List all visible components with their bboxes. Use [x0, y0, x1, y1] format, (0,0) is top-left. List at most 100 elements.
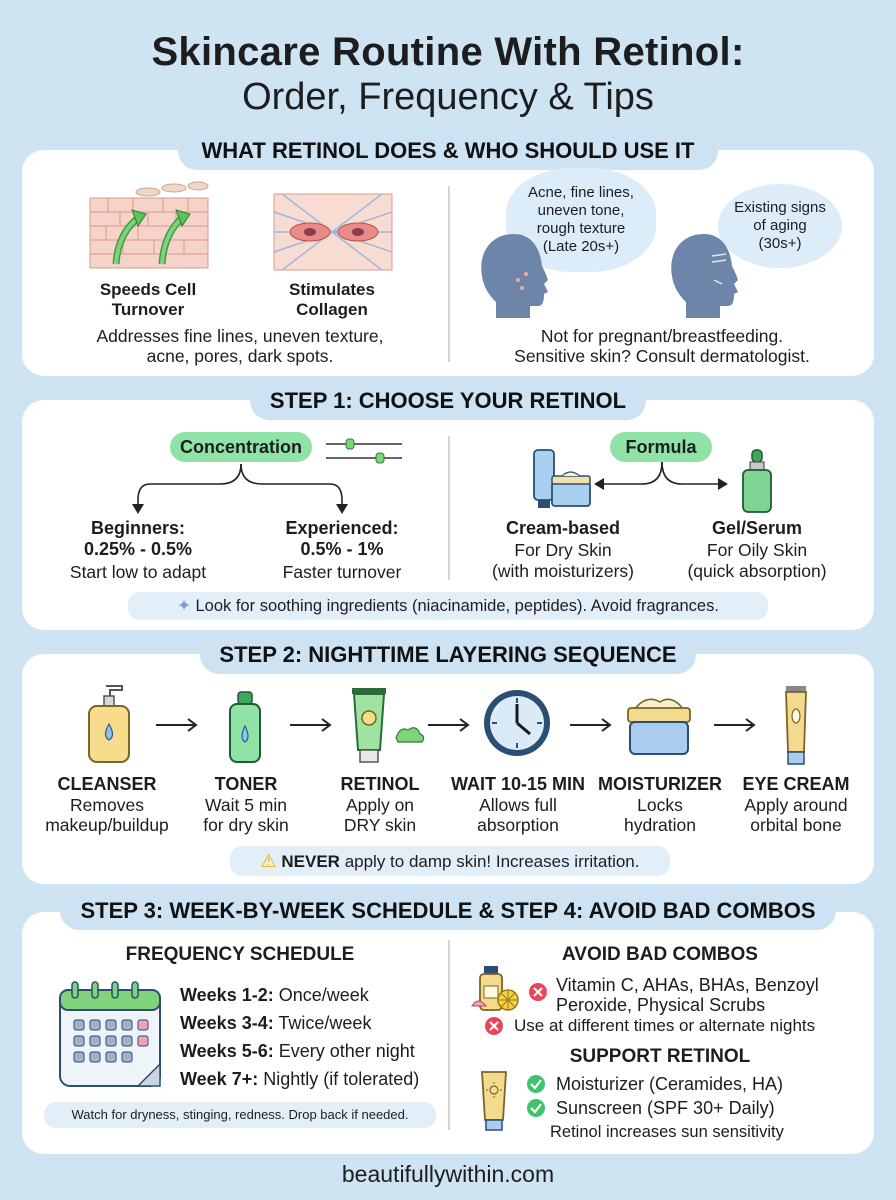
speech-bubble-30s: Existing signs of aging (30s+) [718, 184, 842, 268]
benefit2-line1: Stimulates [289, 280, 375, 299]
avoid-timing: Use at different times or alternate nigh… [514, 1016, 816, 1035]
support-sunscreen: Sunscreen (SPF 30+ Daily) [556, 1098, 775, 1118]
section2-heading: STEP 1: CHOOSE YOUR RETINOL [250, 382, 646, 420]
sunscreen-tube-icon [481, 1071, 507, 1131]
who-should-not-use: Not for pregnant/breastfeeding. Sensitiv… [462, 326, 862, 366]
soothing-ingredients-tip: ✦ Look for soothing ingredients (niacina… [128, 592, 768, 620]
beginners-title: Beginners: [90, 518, 186, 538]
cream-title: Cream-based [505, 518, 621, 538]
concentration-label: Concentration [170, 432, 312, 462]
step-retinol: RETINOL Apply on DRY skin [310, 774, 450, 835]
step-line2: makeup/buildup [45, 815, 169, 835]
arrow-icon [290, 718, 332, 732]
avoid-ingredients: Vitamin C, AHAs, BHAs, Benzoyl Peroxide,… [556, 974, 856, 1016]
formula-label: Formula [610, 432, 712, 462]
section1-divider [448, 186, 450, 362]
benefit2-line2: Collagen [296, 300, 368, 319]
step-line2: absorption [477, 815, 559, 835]
bubble1-line1: Acne, fine lines, [528, 184, 634, 201]
serum-dropper-bottle-icon [742, 449, 772, 513]
warning-triangle-icon: ⚠ [260, 851, 277, 871]
x-circle-icon [529, 983, 547, 1001]
bubble1-line4: (Late 20s+) [542, 238, 620, 255]
bubble1-line2: uneven tone, [537, 202, 625, 219]
beginners-range: 0.25% - 0.5% [83, 539, 193, 559]
cream-tube-jar-icon [533, 449, 591, 508]
section-nighttime-layering [22, 654, 874, 884]
section2-divider [448, 436, 450, 580]
step-title: RETINOL [340, 774, 420, 794]
arrow-icon [156, 718, 198, 732]
mature-face-profile-icon [671, 234, 738, 318]
schedule-weeks: Weeks 3-4: [180, 1013, 274, 1033]
moisturizer-jar-icon [627, 698, 691, 755]
support-note: Retinol increases sun sensitivity [550, 1123, 784, 1141]
benefit1-line2: Turnover [111, 300, 185, 319]
schedule-row: Weeks 3-4: Twice/week [180, 1012, 440, 1034]
step-line1: Apply on [345, 795, 415, 815]
schedule-row: Weeks 5-6: Every other night [180, 1040, 440, 1062]
sparkle-icon: ✦ [177, 597, 191, 615]
frequency-schedule-title: FREQUENCY SCHEDULE [125, 944, 355, 965]
gel-line2: (quick absorption) [687, 561, 827, 581]
check-circle-icon [527, 1075, 545, 1093]
support-retinol-title: SUPPORT RETINOL [569, 1046, 751, 1067]
section4-heading: STEP 3: WEEK-BY-WEEK SCHEDULE & STEP 4: … [60, 892, 836, 930]
cream-line2: (with moisturizers) [492, 561, 634, 581]
step-wait: WAIT 10-15 MIN Allows full absorption [440, 774, 596, 835]
gel-title: Gel/Serum [711, 518, 803, 538]
step-line2: for dry skin [203, 815, 289, 835]
schedule-row: Weeks 1-2: Once/week [180, 984, 440, 1006]
skin-cell-turnover-icon [89, 181, 209, 269]
serum-and-citrus-icon [471, 966, 519, 1011]
footer-website: beautifullywithin.com [341, 1161, 555, 1187]
schedule-frequency: Once/week [278, 985, 369, 1005]
check-circle-icon [527, 1099, 545, 1117]
concentration-branch-arrows [132, 463, 348, 514]
section1-heading: WHAT RETINOL DOES & WHO SHOULD USE IT [178, 132, 718, 170]
section3-heading: STEP 2: NIGHTTIME LAYERING SEQUENCE [200, 636, 696, 674]
warning-bold-text: NEVER [281, 852, 340, 871]
schedule-note: Watch for dryness, stinging, redness. Dr… [44, 1102, 436, 1128]
schedule-frequency: Nightly (if tolerated) [263, 1069, 420, 1089]
step-title: WAIT 10-15 MIN [450, 774, 586, 794]
experienced-title: Experienced: [285, 518, 399, 538]
step-line1: Wait 5 min [204, 795, 287, 815]
young-face-profile-icon [481, 234, 548, 318]
addresses-line1: Addresses fine lines, uneven texture, [96, 326, 384, 346]
avoid-line2: Peroxide, Physical Scrubs [556, 995, 766, 1015]
step-toner: TONER Wait 5 min for dry skin [176, 774, 316, 835]
toner-bottle-icon [229, 691, 261, 763]
warning-line1: Not for pregnant/breastfeeding. [540, 326, 784, 346]
schedule-row: Week 7+: Nightly (if tolerated) [180, 1068, 450, 1090]
support-moisturizer: Moisturizer (Ceramides, HA) [556, 1074, 784, 1094]
cleanser-pump-bottle-icon [88, 685, 130, 763]
page-subtitle: Order, Frequency & Tips [242, 76, 654, 118]
eye-cream-tube-icon [785, 686, 807, 765]
schedule-weeks: Weeks 1-2: [180, 985, 274, 1005]
section4-divider [448, 940, 450, 1130]
arrow-icon [714, 718, 756, 732]
page-title: Skincare Routine With Retinol: [151, 30, 745, 74]
step-title: TONER [214, 774, 278, 794]
addresses-line2: acne, pores, dark spots. [146, 346, 334, 366]
cream-line1: For Dry Skin [514, 540, 612, 560]
clock-timer-icon [484, 690, 550, 756]
damp-skin-warning: ⚠ NEVER apply to damp skin! Increases ir… [230, 846, 670, 876]
benefit1-line1: Speeds Cell [99, 280, 197, 299]
step-line1: Apply around [744, 795, 848, 815]
avoid-combos-title: AVOID BAD COMBOS [562, 944, 758, 965]
step-eye-cream: EYE CREAM Apply around orbital bone [726, 774, 866, 835]
warning-line2: Sensitive skin? Consult dermatologist. [514, 346, 810, 366]
experienced-range: 0.5% - 1% [300, 539, 384, 559]
gel-line1: For Oily Skin [706, 540, 808, 560]
formula-branch-arrows [594, 461, 728, 490]
experienced-desc: Faster turnover [282, 562, 402, 582]
step-cleanser: CLEANSER Removes makeup/buildup [32, 774, 182, 835]
bubble2-line1: Existing signs [734, 199, 826, 216]
schedule-frequency: Every other night [278, 1041, 415, 1061]
benefit-collagen: Stimulates Collagen [262, 280, 402, 320]
step-title: EYE CREAM [742, 774, 850, 794]
retinol-tube-icon [352, 688, 425, 763]
x-circle-icon [485, 1017, 503, 1035]
